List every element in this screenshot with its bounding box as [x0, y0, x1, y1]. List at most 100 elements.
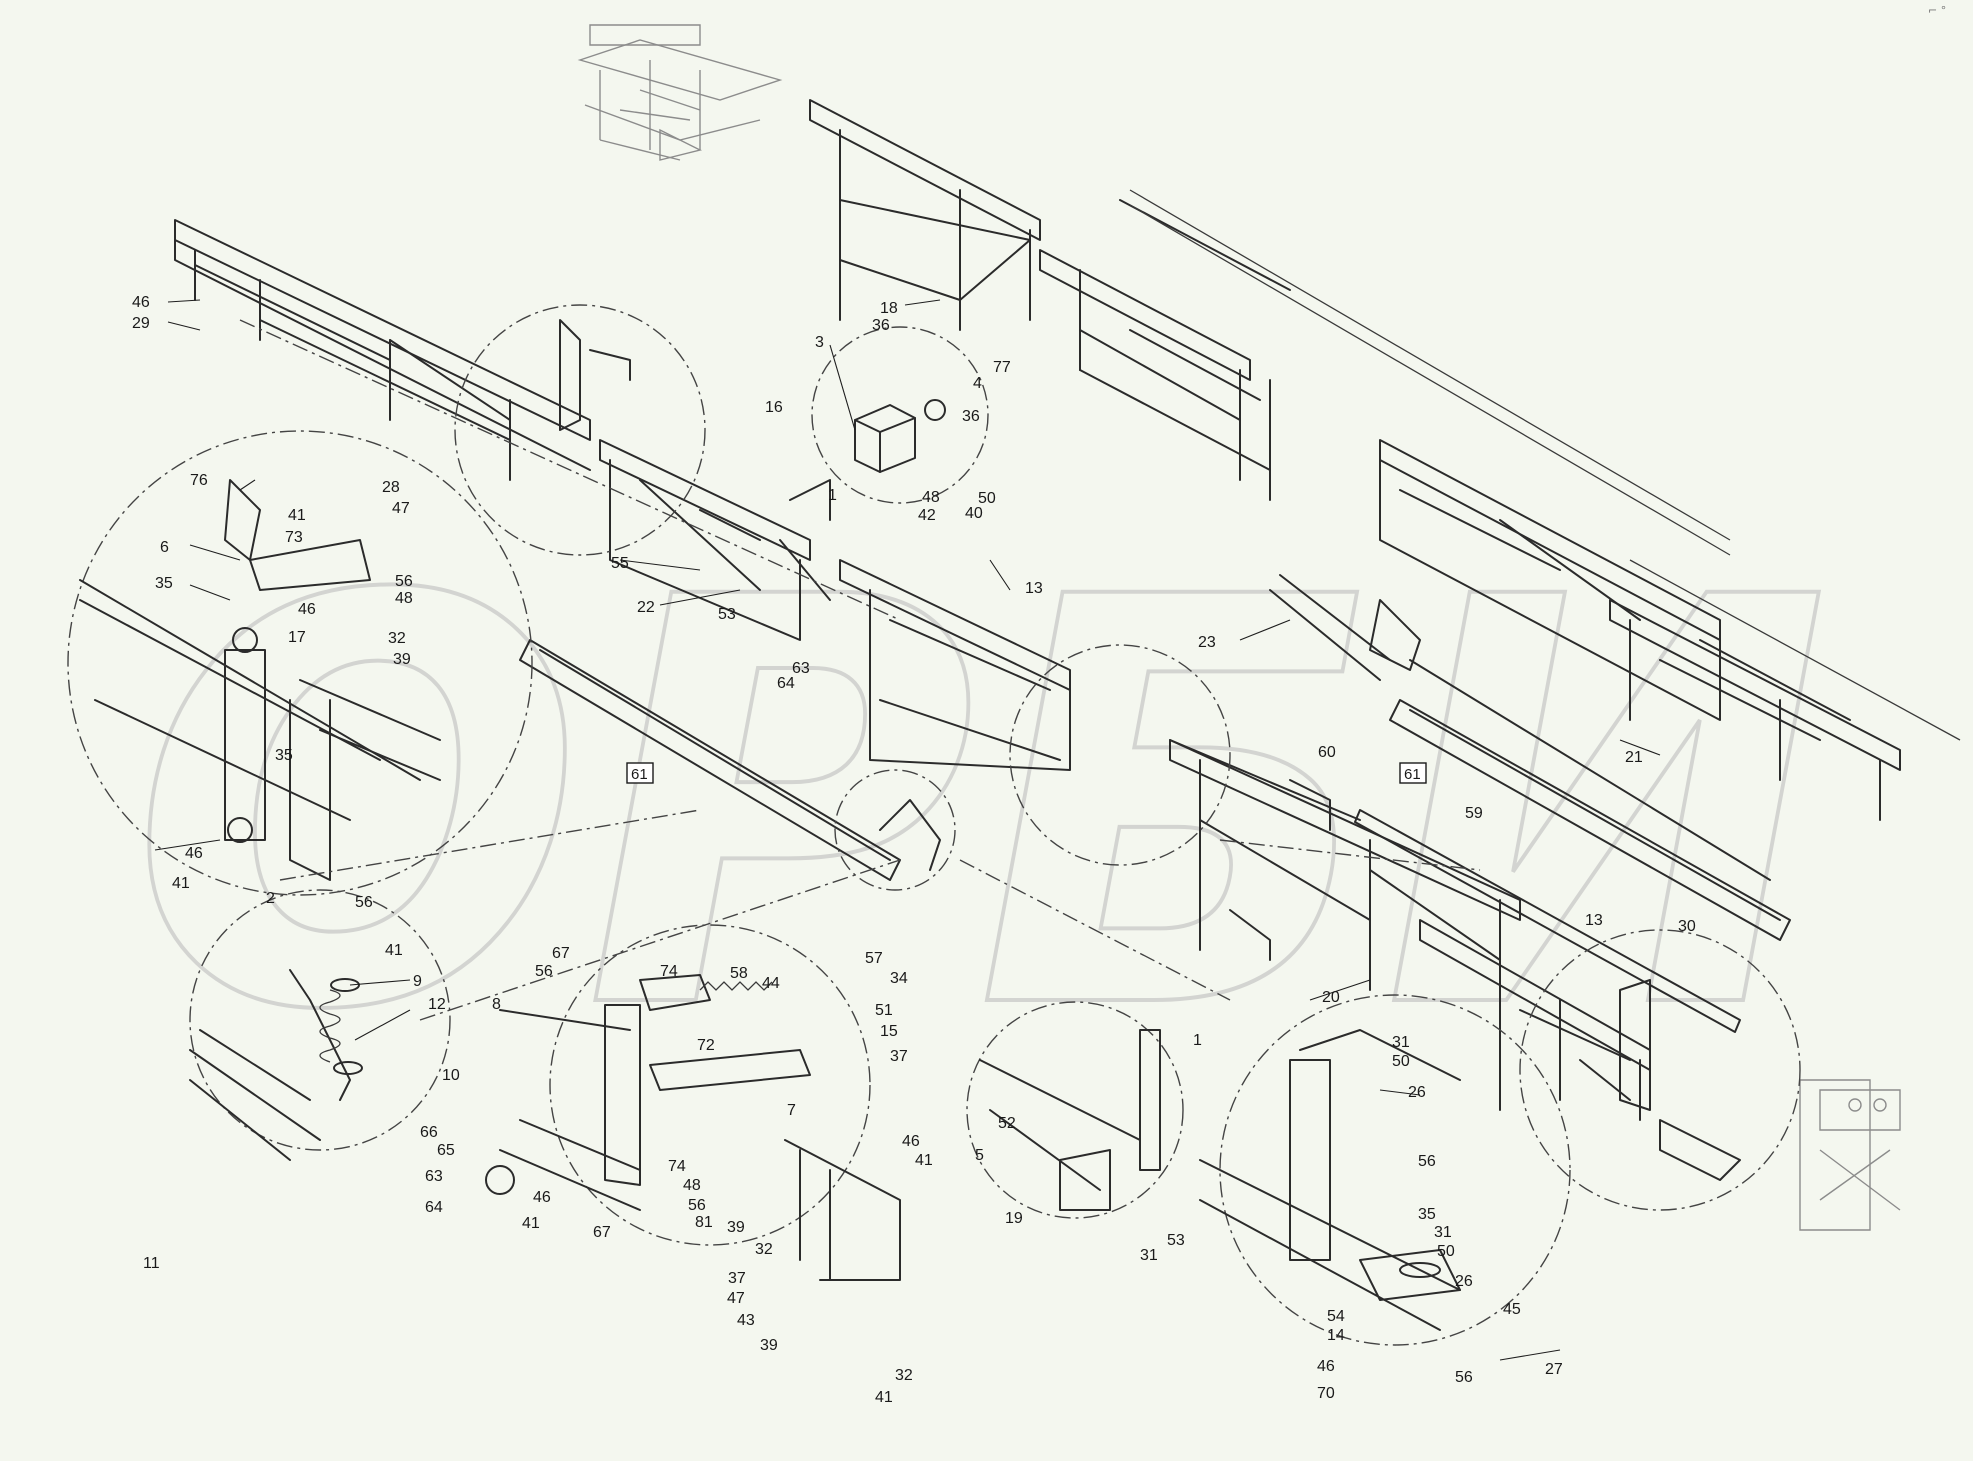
callout-53b: 53: [1167, 1232, 1185, 1249]
callout-18: 18: [880, 300, 898, 317]
callout-37b: 37: [728, 1270, 746, 1287]
callout-46b: 46: [298, 601, 316, 618]
callout-64: 64: [777, 675, 795, 692]
callout-39b: 39: [727, 1219, 745, 1236]
callout-48b: 48: [395, 590, 413, 607]
callout-30: 30: [1678, 918, 1696, 935]
callout-10: 10: [442, 1067, 460, 1084]
detail-circle-mount-large: [1199, 994, 1571, 1346]
callout-56: 56: [395, 573, 413, 590]
svg-text:61: 61: [1404, 766, 1421, 783]
callout-43: 43: [737, 1312, 755, 1329]
callout-2: 2: [266, 890, 275, 907]
callout-48c: 48: [683, 1177, 701, 1194]
callout-17: 17: [288, 629, 306, 646]
mount-frame-ghost-right: [1799, 1079, 1901, 1231]
boxed-callout-61-left: 61: [626, 762, 654, 784]
callout-40: 40: [965, 505, 983, 522]
callout-41d: 41: [915, 1152, 933, 1169]
reference-lines: [239, 319, 1481, 1021]
callout-72: 72: [697, 1037, 715, 1054]
bracket-16: [854, 399, 946, 473]
callout-46c: 46: [185, 845, 203, 862]
callout-23: 23: [1198, 634, 1216, 651]
callout-67b: 67: [593, 1224, 611, 1241]
callout-27: 27: [1545, 1361, 1563, 1378]
callout-41e: 41: [522, 1215, 540, 1232]
callout-21: 21: [1625, 749, 1643, 766]
callout-35c: 35: [1418, 1206, 1436, 1223]
callout-47b: 47: [727, 1290, 745, 1307]
callout-41b: 41: [172, 875, 190, 892]
callout-4: 4: [973, 375, 982, 392]
callout-63: 63: [792, 660, 810, 677]
callout-15: 15: [880, 1023, 898, 1040]
watermark: ОРБИ: [128, 479, 1832, 1135]
callout-16: 16: [765, 399, 783, 416]
callout-29: 29: [132, 315, 150, 332]
callout-39c: 39: [760, 1337, 778, 1354]
callout-52: 52: [998, 1115, 1016, 1132]
callout-81: 81: [695, 1214, 713, 1231]
callout-56c: 56: [535, 963, 553, 980]
callout-1: 1: [828, 487, 837, 504]
callout-41f: 41: [875, 1389, 893, 1406]
callout-59: 59: [1465, 805, 1483, 822]
callout-76: 76: [190, 472, 208, 489]
callout-56b: 56: [355, 894, 373, 911]
callout-31c: 31: [1434, 1224, 1452, 1241]
callout-9: 9: [413, 973, 422, 990]
callout-41: 41: [288, 507, 306, 524]
callout-50c: 50: [1437, 1243, 1455, 1260]
callout-13b: 13: [1585, 912, 1603, 929]
callout-36b: 36: [962, 408, 980, 425]
leader-lines: [154, 299, 1661, 1361]
detail-circle-boom-joint: [1009, 644, 1231, 866]
callout-55: 55: [611, 555, 629, 572]
callout-74b: 74: [668, 1158, 686, 1175]
callout-8: 8: [492, 996, 501, 1013]
callout-35: 35: [155, 575, 173, 592]
detail-circle-post: [966, 1001, 1184, 1219]
callout-37: 37: [890, 1048, 908, 1065]
callout-47: 47: [392, 500, 410, 517]
boxed-callout-61-right: 61: [1399, 762, 1427, 784]
callout-45: 45: [1503, 1301, 1521, 1318]
boom-center-lower-section: [1169, 739, 1651, 1121]
callout-54: 54: [1327, 1308, 1345, 1325]
callout-26b: 26: [1455, 1273, 1473, 1290]
callout-26: 26: [1408, 1084, 1426, 1101]
callout-32c: 32: [895, 1367, 913, 1384]
callout-20: 20: [1322, 989, 1340, 1006]
rail-61-right: [1389, 659, 1791, 941]
callout-36: 36: [872, 317, 890, 334]
callout-5: 5: [975, 1147, 984, 1164]
callout-22: 22: [637, 599, 655, 616]
boom-left-outer-section: [174, 219, 591, 481]
callout-73: 73: [285, 529, 303, 546]
callout-3: 3: [815, 334, 824, 351]
boom-right-section: [1129, 189, 1961, 821]
detail-circle-rail-end: [834, 769, 956, 891]
callout-32: 32: [388, 630, 406, 647]
callout-labels: 46 29 18 3 36 4 77 16 36 48 50 42 40 76 …: [132, 294, 1696, 1406]
detail-circle-left-hinge: [67, 430, 533, 896]
rail-60: [1169, 739, 1361, 831]
callout-65: 65: [437, 1142, 455, 1159]
callout-1b: 1: [1193, 1032, 1202, 1049]
callout-53: 53: [718, 606, 736, 623]
callout-66: 66: [420, 1124, 438, 1141]
callout-77: 77: [993, 359, 1011, 376]
callout-50: 50: [978, 490, 996, 507]
callout-67: 67: [552, 945, 570, 962]
callout-41c: 41: [385, 942, 403, 959]
callout-44: 44: [762, 975, 780, 992]
detail-circle-right-mount: [1519, 929, 1801, 1211]
corner-mark: ⌐ °: [1928, 4, 1946, 17]
callout-74: 74: [660, 963, 678, 980]
callout-50b: 50: [1392, 1053, 1410, 1070]
callout-70: 70: [1317, 1385, 1335, 1402]
callout-12: 12: [428, 996, 446, 1013]
callout-56e: 56: [1418, 1153, 1436, 1170]
